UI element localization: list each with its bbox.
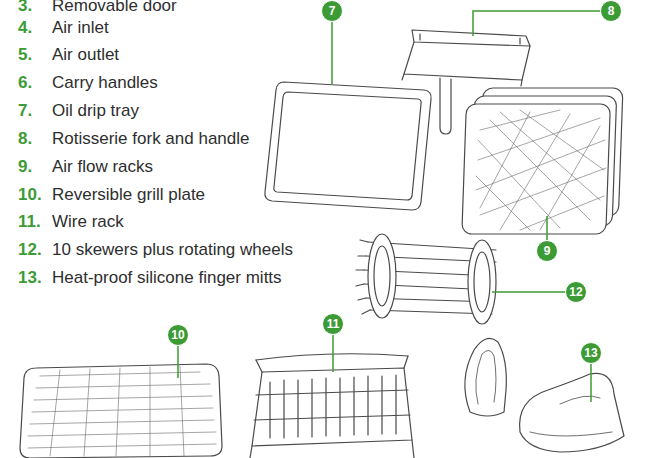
list-number: 12. [18,240,42,260]
list-number: 11. [18,212,41,232]
part-name: Rotisserie fork and handle [52,129,250,149]
part-name: Oil drip tray [52,101,139,121]
callout-circle: 13 [580,342,602,364]
callout-number: 10 [171,328,184,342]
list-number: 8. [18,129,32,149]
callout-number: 8 [608,4,615,18]
callout-number: 7 [329,4,336,18]
part-name: Heat-proof silicone finger mitts [52,268,282,288]
callout-circle: 9 [536,240,558,262]
list-number: 7. [18,101,32,121]
callout-circle: 12 [565,281,587,303]
list-number: 13. [18,268,42,288]
callout-circle: 7 [321,0,343,22]
part-name: Air inlet [52,18,109,38]
list-number: 5. [18,45,32,65]
list-number: 6. [18,73,32,93]
list-number: 3. [18,0,32,16]
callout-circle: 8 [600,0,622,22]
part-name: Removable door [52,0,177,16]
callout-number: 13 [584,346,597,360]
part-name: Air outlet [52,45,119,65]
part-name: 10 skewers plus rotating wheels [52,240,293,260]
part-name: Wire rack [52,212,124,232]
list-number: 9. [18,157,32,177]
callout-circle: 11 [322,313,344,335]
part-name: Air flow racks [52,157,153,177]
part-name: Reversible grill plate [52,185,205,205]
callout-number: 12 [569,285,582,299]
list-number: 4. [18,18,32,38]
list-number: 10. [18,185,42,205]
callout-number: 11 [327,317,340,331]
callout-number: 9 [544,244,551,258]
callout-circle: 10 [167,324,189,346]
part-name: Carry handles [52,73,158,93]
